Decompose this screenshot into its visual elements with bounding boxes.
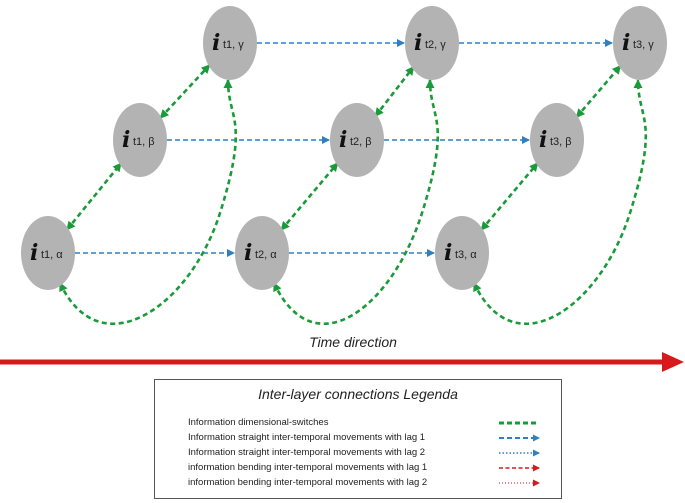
node-symbol: i: [244, 240, 252, 266]
edge-t3-beta-to-t3-gamma: [575, 64, 622, 119]
node-symbol: i: [30, 240, 38, 266]
edge-t1-alpha-to-t1-beta: [65, 162, 123, 231]
edge-t1-beta-to-t1-gamma: [159, 64, 211, 119]
legend-item-bending-lag2-label: information bending inter-temporal movem…: [188, 477, 428, 488]
legend-item-straight-lag2-label: Information straight inter-temporal move…: [188, 447, 426, 458]
edge-t1-alpha-to-t1-gamma: [58, 79, 238, 326]
time-direction-arrow-head: [662, 352, 684, 372]
node-symbol: i: [122, 127, 130, 153]
node-subscript: t1, α: [41, 249, 63, 261]
legend-item-dimensional-switch-label: Information dimensional-switches: [188, 417, 329, 428]
edge-t3-alpha-to-t3-gamma: [472, 79, 648, 326]
node-subscript: t1, β: [133, 136, 155, 148]
edge-t2-beta-to-t2-gamma: [374, 65, 415, 118]
node-symbol: i: [212, 30, 220, 56]
node-symbol: i: [622, 30, 630, 56]
legend: Inter-layer connections Legenda Informat…: [154, 379, 562, 499]
legend-item-straight-lag1-label: Information straight inter-temporal move…: [188, 432, 426, 443]
legend-item-bending-lag1-label: information bending inter-temporal movem…: [188, 462, 428, 473]
edge-t2-alpha-to-t2-beta: [280, 162, 339, 231]
legend-swatches: [499, 421, 540, 487]
node-subscript: t2, γ: [425, 39, 446, 51]
legend-title: Inter-layer connections Legenda: [258, 386, 458, 402]
node-subscript: t3, γ: [633, 39, 654, 51]
node-ellipse: [203, 6, 257, 80]
node-ellipse: [235, 216, 289, 290]
node-symbol: i: [339, 127, 347, 153]
node-subscript: t2, α: [255, 249, 277, 261]
node-ellipse: [435, 216, 489, 290]
edge-t2-alpha-to-t2-gamma: [272, 79, 440, 326]
node-subscript: t1, γ: [223, 39, 244, 51]
edge-t3-alpha-to-t3-beta: [480, 162, 539, 231]
time-direction-label: Time direction: [309, 334, 397, 350]
node-subscript: t2, β: [350, 136, 372, 148]
node-ellipse: [330, 103, 384, 177]
node-subscript: t3, β: [550, 136, 572, 148]
node-symbol: i: [539, 127, 547, 153]
node-ellipse: [113, 103, 167, 177]
node-subscript: t3, α: [455, 249, 477, 261]
node-symbol: i: [414, 30, 422, 56]
node-ellipse: [613, 6, 667, 80]
node-symbol: i: [444, 240, 452, 266]
node-ellipse: [21, 216, 75, 290]
node-ellipse: [405, 6, 459, 80]
connections: [58, 39, 648, 326]
node-ellipse: [530, 103, 584, 177]
